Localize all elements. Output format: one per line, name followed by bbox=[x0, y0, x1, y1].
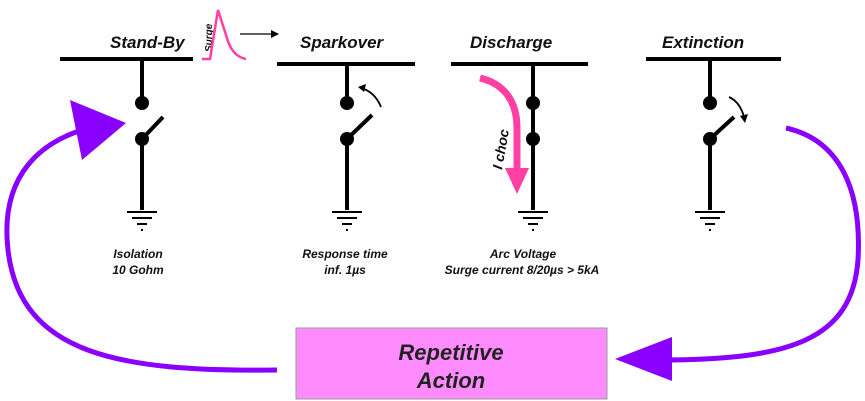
stage-discharge: Discharge I choc Arc Voltage Surge curre… bbox=[445, 33, 600, 277]
surge-waveform bbox=[202, 9, 247, 61]
caption-line-2: 10 Gohm bbox=[112, 263, 164, 277]
contact-bottom bbox=[526, 132, 540, 146]
repetitive-action-box: Repetitive Action bbox=[295, 327, 608, 400]
cycle-arrowhead-icon bbox=[615, 337, 672, 381]
ground-icon bbox=[332, 211, 362, 231]
stage-title: Stand-By bbox=[110, 33, 186, 52]
stage-title: Extinction bbox=[662, 33, 744, 52]
stage-title: Sparkover bbox=[300, 33, 385, 52]
surge-pulse: Surge bbox=[202, 9, 279, 61]
caption-line-1: Arc Voltage bbox=[489, 247, 557, 261]
stage-title: Discharge bbox=[470, 33, 552, 52]
stage-sparkover: Sparkover Response time inf. 1µs bbox=[277, 33, 415, 277]
stage-extinction: Extinction bbox=[646, 33, 781, 231]
ground-icon bbox=[127, 211, 157, 231]
action-box-background bbox=[295, 327, 608, 400]
cycle-arrow bbox=[659, 125, 861, 363]
arrowhead-icon bbox=[358, 84, 366, 92]
contact-top bbox=[526, 96, 540, 110]
action-line-1: Repetitive bbox=[398, 340, 503, 365]
switch-blade bbox=[708, 115, 736, 141]
caption-line-1: Response time bbox=[302, 247, 388, 261]
contact-top bbox=[340, 96, 354, 110]
cycle-arrows bbox=[4, 100, 861, 381]
caption-line-2: inf. 1µs bbox=[324, 263, 366, 277]
ground-icon bbox=[695, 211, 725, 231]
current-flow-arrow bbox=[479, 74, 521, 170]
caption-line-1: Isolation bbox=[113, 247, 162, 261]
contact-top bbox=[135, 96, 149, 110]
surge-label: Surge bbox=[204, 23, 215, 52]
stage-standby: Stand-By Isolation 10 Gohm bbox=[60, 33, 193, 277]
caption-line-2: Surge current 8/20µs > 5kA bbox=[445, 263, 600, 277]
open-switch-blade bbox=[140, 115, 165, 141]
return-arrowhead-icon bbox=[70, 100, 126, 160]
opening-arrow-icon bbox=[728, 96, 745, 118]
ground-icon bbox=[518, 211, 548, 231]
arrowhead-icon bbox=[740, 114, 748, 123]
switch-blade bbox=[345, 113, 374, 141]
current-arrowhead-icon bbox=[505, 168, 529, 194]
return-arrow bbox=[4, 120, 278, 373]
action-line-2: Action bbox=[416, 368, 485, 393]
contact-top bbox=[703, 96, 717, 110]
current-label: I choc bbox=[489, 128, 512, 171]
